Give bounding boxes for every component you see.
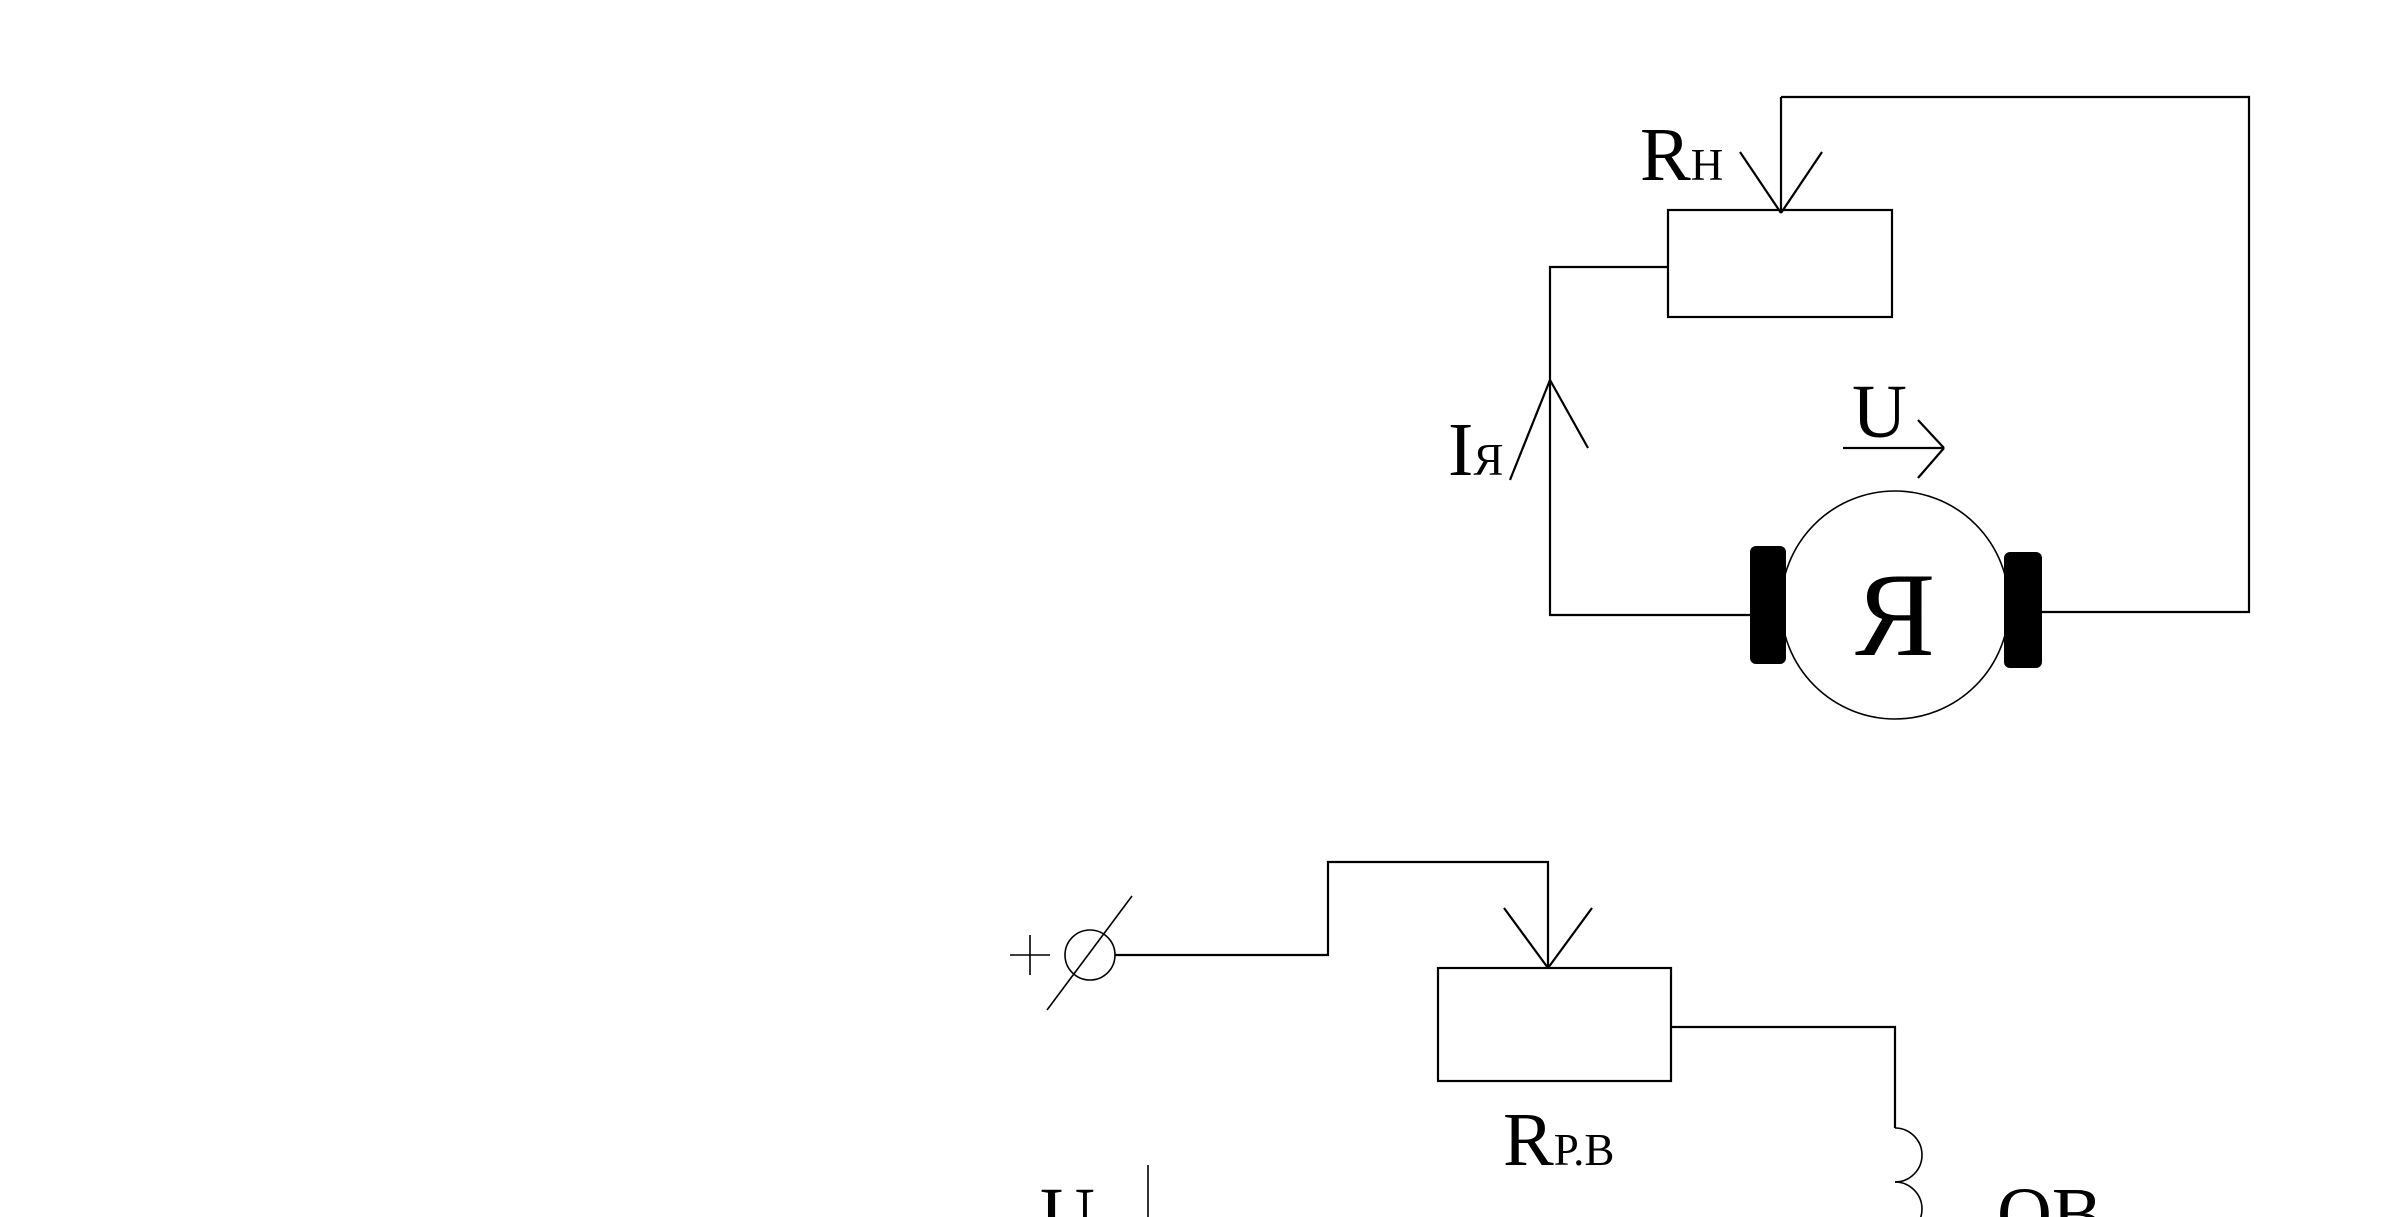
voltage-u-arrow [1843,419,1945,479]
ov-label: ОВ [1997,1173,2103,1217]
ia-label: IЯ [1448,408,1503,492]
rpb-wiper-arrow [1503,907,1593,969]
armature-label: Я [1855,548,1935,681]
rh-label-sub: Н [1691,140,1724,190]
rheostat-rh [1666,208,1894,319]
armature-brush-left [1750,546,1786,664]
wire-terminal-to-rpb-wiper [1115,860,1550,968]
terminal-plus [1064,929,1116,981]
u-bottom-label: U [1040,1173,1095,1217]
terminal-slash [1046,895,1133,1011]
field-winding-ov [1894,1127,1923,1217]
wire-rh-to-armature-right [1781,95,2251,614]
u-top-label: U [1852,370,1907,454]
rpb-label-main: R [1503,1098,1554,1182]
ia-label-main: I [1448,408,1473,492]
rpb-label: RР.В [1503,1098,1614,1182]
plus-sign [1010,935,1050,975]
current-ia-arrow [1508,379,1589,481]
rheostat-rpb [1436,966,1673,1083]
rh-wiper-arrow [1739,97,1823,214]
ia-label-sub: Я [1473,435,1503,485]
rh-label: RН [1640,113,1723,197]
wire-rh-to-armature-left [1548,265,1752,617]
rh-label-main: R [1640,113,1691,197]
wire-rpb-to-field [1671,1025,1897,1128]
rpb-label-sub: Р.В [1554,1125,1615,1175]
armature-brush-right [2004,552,2042,668]
